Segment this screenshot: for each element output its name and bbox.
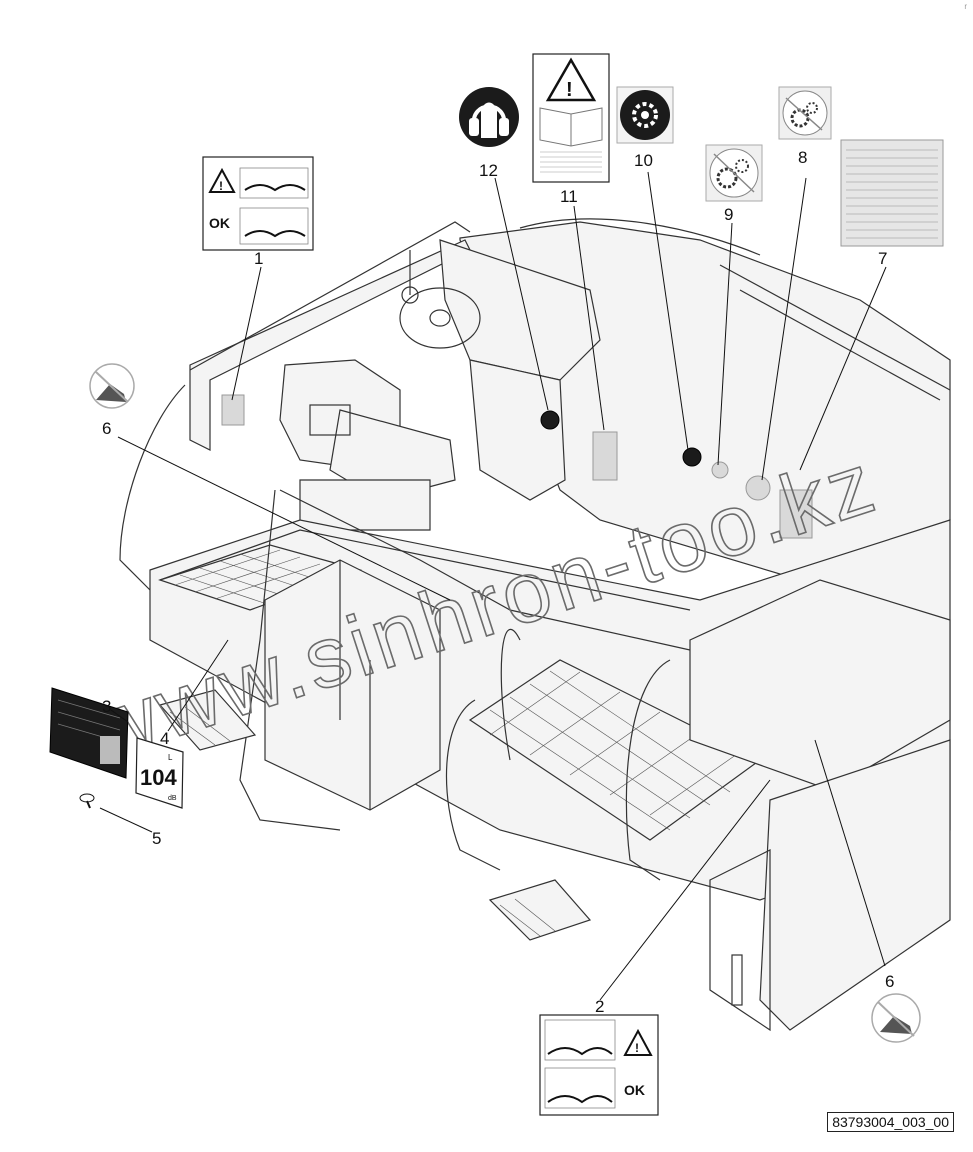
sticker-12-ear-protection-icon [459, 87, 519, 147]
noise-level-sub: L [168, 753, 173, 762]
callout-6-left: 6 [102, 419, 111, 438]
sticker-2-ok-text: OK [624, 1082, 645, 1098]
callout-9: 9 [724, 205, 733, 224]
sticker-7-instruction-label [840, 139, 944, 247]
sticker-6-no-step-symbol-right [871, 993, 921, 1043]
drawing-number: 83793004_003_00 [827, 1112, 954, 1132]
sticker-3-type-plate [49, 687, 129, 779]
callout-8: 8 [798, 148, 807, 167]
svg-text:!: ! [219, 179, 223, 193]
callout-3: 3 [102, 697, 111, 716]
callout-10: 10 [634, 151, 653, 170]
item-5-screw [79, 793, 95, 809]
corner-mark: r [964, 2, 967, 11]
svg-text:!: ! [566, 79, 573, 101]
sticker-1-warning-label: ! OK [202, 156, 314, 251]
sticker-10-rotating-gear-symbol [616, 86, 674, 144]
callout-6-right: 6 [885, 972, 894, 991]
noise-level-unit: dB [168, 795, 177, 802]
sticker-11-read-manual-label: ! [532, 53, 610, 183]
callout-11: 11 [560, 187, 578, 206]
sticker-2-warning-label: ! OK [539, 1014, 659, 1116]
sticker-9-gear-symbol [705, 144, 763, 202]
sticker-8-gear-hand-symbol [778, 86, 832, 140]
noise-level-value: 104 [140, 765, 177, 790]
sticker-4-noise-level-plate: 104 L dB [135, 737, 184, 809]
svg-text:!: ! [635, 1041, 639, 1055]
sticker-6-no-step-symbol-left [89, 363, 135, 409]
machine-body [119, 218, 951, 1032]
callout-12: 12 [479, 161, 498, 180]
callout-7: 7 [878, 249, 887, 268]
callout-1: 1 [254, 249, 263, 268]
callout-4: 4 [160, 729, 169, 748]
callout-2: 2 [595, 997, 604, 1016]
callout-5: 5 [152, 829, 161, 848]
leader-lines [99, 171, 887, 1001]
sticker-1-ok-text: OK [209, 215, 230, 231]
